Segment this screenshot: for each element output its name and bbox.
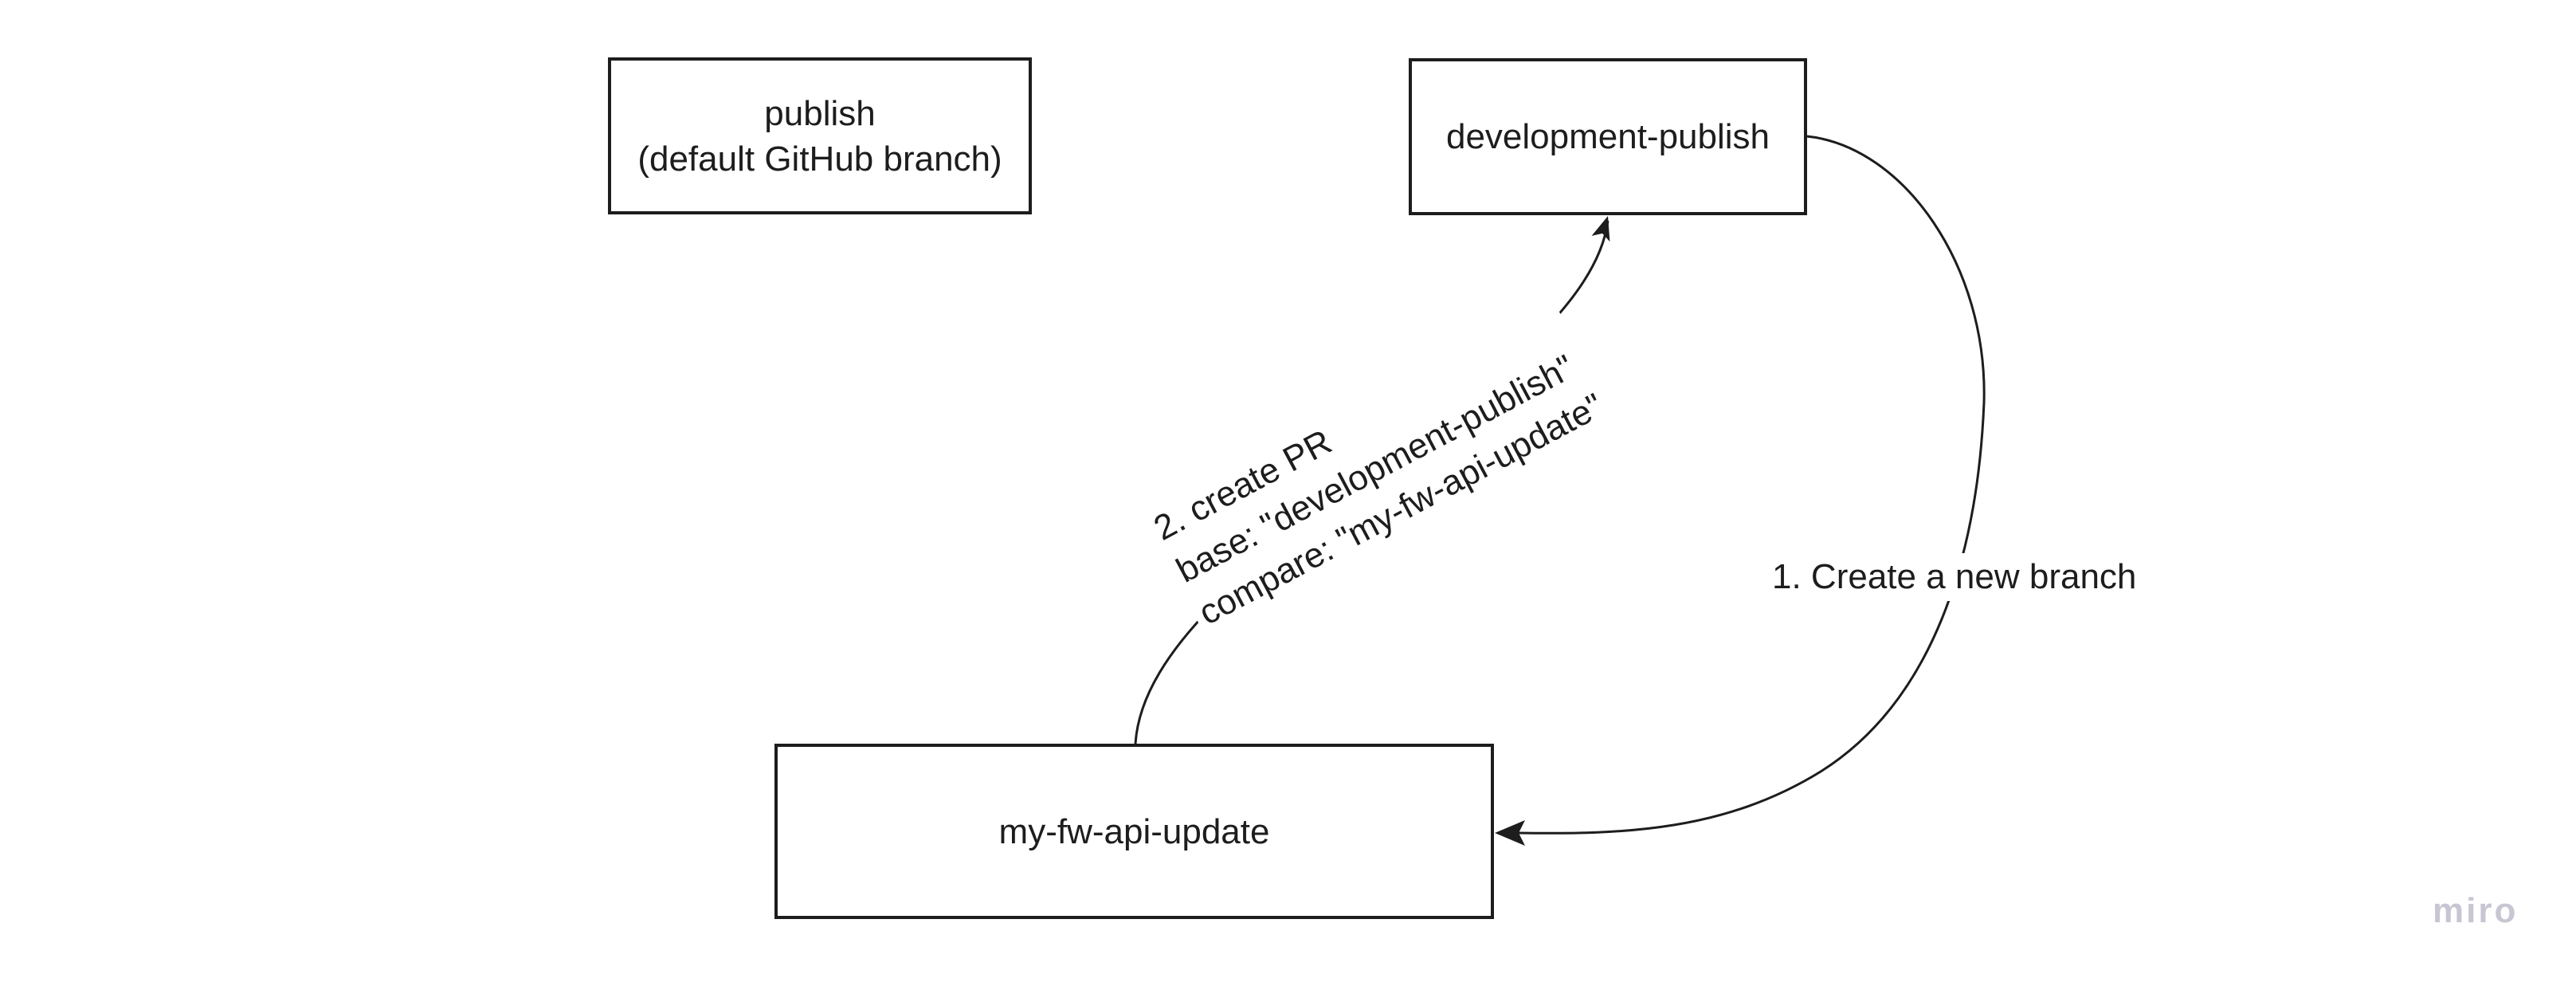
connector-create-branch[interactable] [1518,135,1986,835]
node-my-fw-api-update[interactable]: my-fw-api-update [774,744,1494,919]
edge-label-create-branch[interactable]: 1. Create a new branch [1761,553,2148,601]
miro-watermark: miro [2433,891,2519,930]
arrowhead-up-icon[interactable] [1591,216,1610,242]
node-my-fw-api-update-label: my-fw-api-update [998,811,1270,851]
edge-label-create-pr[interactable]: 2. create PR base: "development-publish"… [1139,293,1618,642]
node-development-publish-label: development-publish [1445,117,1770,156]
arrowhead-left-icon[interactable] [1495,820,1525,846]
node-publish-label-line2: (default GitHub branch) [637,139,1002,179]
node-development-publish[interactable]: development-publish [1409,58,1807,215]
node-publish-label-line1: publish [764,93,876,133]
node-publish[interactable]: publish (default GitHub branch) [608,57,1032,214]
